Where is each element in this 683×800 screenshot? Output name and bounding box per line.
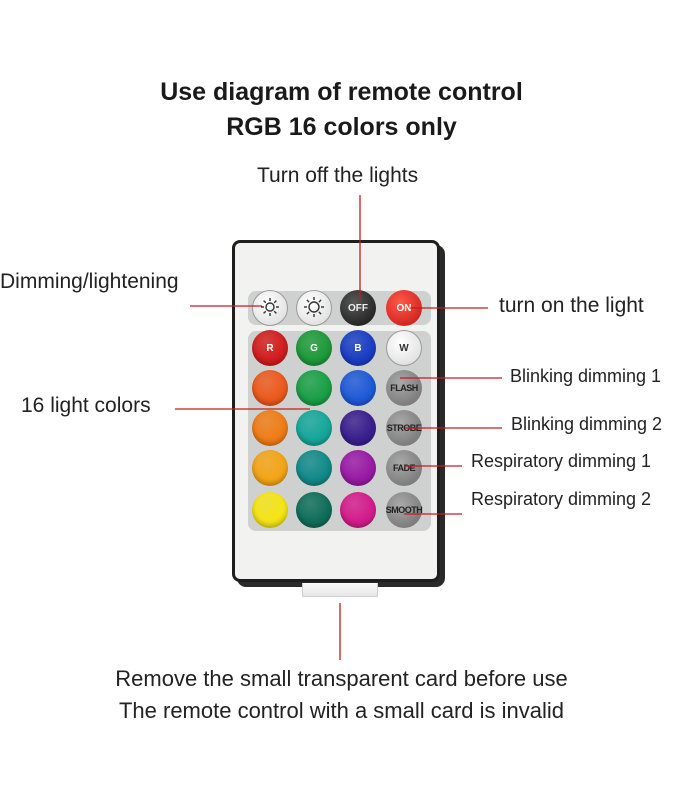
note-remove-card: Remove the small transparent card before… (115, 666, 568, 691)
color-r5-c2-button[interactable] (296, 492, 332, 528)
label-dimming: Dimming/lightening (0, 270, 179, 293)
label-blinking-1: Blinking dimming 1 (510, 366, 662, 386)
color-r3-c2-button[interactable] (296, 410, 332, 446)
label-turn-off: Turn off the lights (257, 164, 419, 187)
label-respiratory-1: Respiratory dimming 1 (471, 451, 652, 471)
label-16-colors: 16 light colors (21, 394, 151, 417)
diagram-title: Use diagram of remote control (160, 78, 523, 106)
note-card-invalid: The remote control with a small card is … (118, 698, 565, 723)
color-r2-c2-button[interactable] (296, 370, 332, 406)
color-r4-c1-button[interactable] (252, 450, 288, 486)
color-r2-c1-button[interactable] (252, 370, 288, 406)
label-blinking-2: Blinking dimming 2 (511, 414, 663, 434)
brightness-down-button[interactable] (252, 290, 288, 326)
color-r5-c1-button[interactable] (252, 492, 288, 528)
off-button[interactable]: OFF (340, 290, 376, 326)
diagram-subtitle: RGB 16 colors only (226, 113, 457, 141)
color-r4-c3-button[interactable] (340, 450, 376, 486)
color-r2-c3-button[interactable] (340, 370, 376, 406)
color-r3-c3-button[interactable] (340, 410, 376, 446)
color-r3-c1-button[interactable] (252, 410, 288, 446)
color-r5-c3-button[interactable] (340, 492, 376, 528)
label-respiratory-2: Respiratory dimming 2 (471, 489, 652, 509)
transparent-card (302, 583, 378, 597)
label-turn-on: turn on the light (499, 294, 644, 317)
g-button[interactable]: G (296, 330, 332, 366)
color-r4-c2-button[interactable] (296, 450, 332, 486)
